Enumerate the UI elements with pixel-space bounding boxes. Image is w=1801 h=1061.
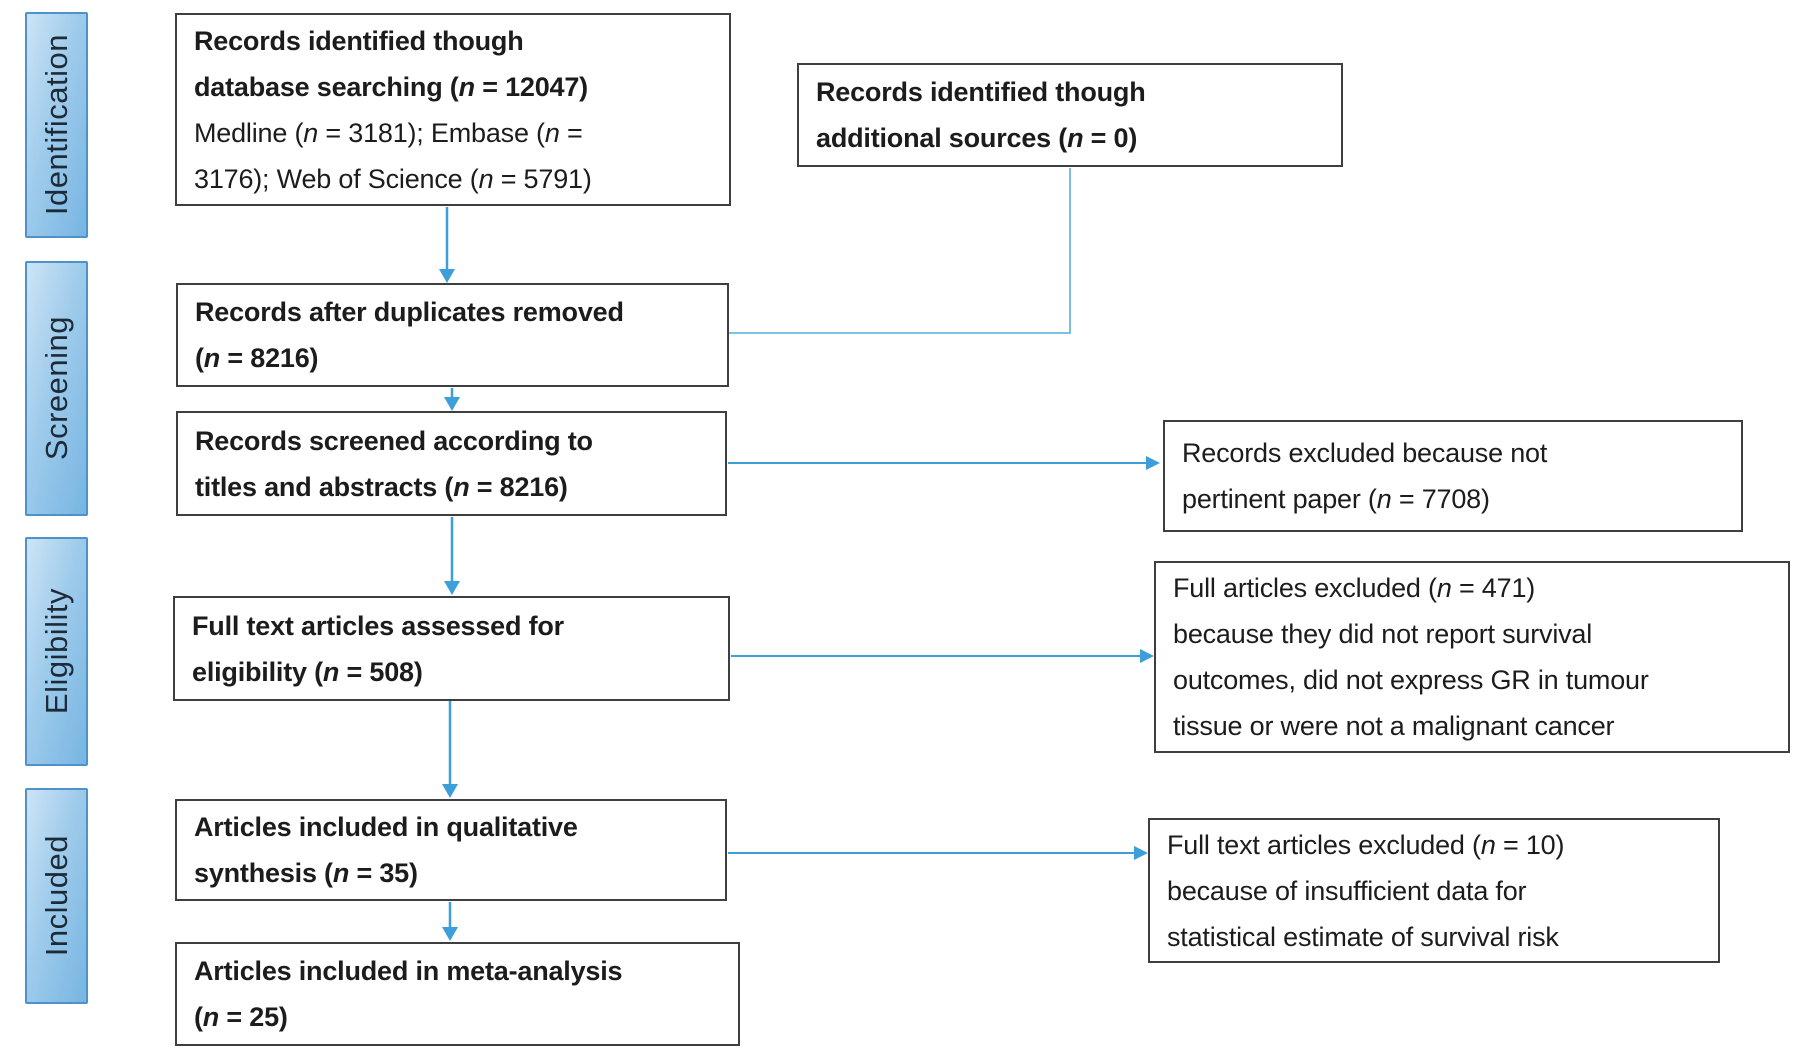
box-additional-sources: Records identified though additional sour… <box>797 63 1343 167</box>
stage-label-identification: Identification <box>38 34 74 216</box>
arrowhead-fulltext-to-qualitative <box>442 784 458 798</box>
box-text-line: database searching (n = 12047) <box>194 71 588 102</box>
box-text-line: Full text articles assessed for <box>192 610 564 641</box>
box-text-line: eligibility (n = 508) <box>192 656 423 687</box>
box-text-line: Records screened according to <box>195 425 593 456</box>
box-text-line: Full text articles excluded (n = 10) <box>1167 829 1565 860</box>
box-text-line: statistical estimate of survival risk <box>1167 921 1559 952</box>
box-text-line: Records identified though <box>194 25 524 56</box>
box-meta-analysis: Articles included in meta-analysis (n = 2… <box>175 942 740 1046</box>
arrowhead-duplicates-to-screened <box>444 397 460 411</box>
stage-bar-included: Included <box>25 788 88 1004</box>
box-text-line: 3176); Web of Science (n = 5791) <box>194 163 592 194</box>
box-text-line: because they did not report survival <box>1173 619 1593 649</box>
box-text-line: tissue or were not a malignant cancer <box>1173 711 1615 741</box>
box-text-line: (n = 8216) <box>195 343 319 373</box>
stage-label-screening: Screening <box>38 316 74 461</box>
box-text-line: because of insufficient data for <box>1167 875 1527 906</box>
stage-bar-identification: Identification <box>25 12 88 238</box>
box-excluded-insufficient-data: Full text articles excluded (n = 10) beca… <box>1148 818 1720 963</box>
arrowhead-identified-to-duplicates <box>439 269 455 283</box>
arrowhead-screened-to-excluded <box>1146 456 1160 470</box>
box-text-line: pertinent paper (n = 7708) <box>1182 484 1490 514</box>
box-text-line: Records identified though <box>816 77 1146 107</box>
arrowhead-qualitative-to-meta <box>442 927 458 941</box>
box-text-line: Articles included in meta-analysis <box>194 956 623 986</box>
box-text-line: synthesis (n = 35) <box>194 858 418 888</box>
box-records-after-duplicates-removed: Records after duplicates removed (n = 821… <box>176 283 729 387</box>
box-full-text-assessed: Full text articles assessed for eligibili… <box>173 596 730 701</box>
box-text-line: additional sources (n = 0) <box>816 123 1138 153</box>
box-text-line: Full articles excluded (n = 471) <box>1173 573 1536 603</box>
box-text-line: outcomes, did not express GR in tumour <box>1173 665 1649 695</box>
box-excluded-full-articles: Full articles excluded (n = 471) because … <box>1154 561 1790 753</box>
box-text-line: titles and abstracts (n = 8216) <box>195 471 568 502</box>
box-text-line: Records excluded because not <box>1182 438 1548 468</box>
stage-bar-screening: Screening <box>25 261 88 516</box>
stage-label-eligibility: Eligibility <box>38 588 74 715</box>
box-records-screened: Records screened according to titles and … <box>176 411 727 516</box>
box-text-line: Medline (n = 3181); Embase (n = <box>194 117 583 148</box>
box-text-line: Articles included in qualitative <box>194 812 578 842</box>
box-text-line: (n = 25) <box>194 1002 288 1032</box>
box-text-line: Records after duplicates removed <box>195 297 624 327</box>
box-qualitative-synthesis: Articles included in qualitative synthesi… <box>175 799 727 901</box>
box-records-identified-database: Records identified though database search… <box>175 13 731 206</box>
arrowhead-screened-to-fulltext <box>444 581 460 595</box>
arrow-additional-to-duplicates <box>726 168 1071 334</box>
arrowhead-qualitative-to-excluded <box>1134 846 1148 860</box>
stage-label-included: Included <box>38 835 74 957</box>
box-excluded-not-pertinent: Records excluded because not pertinent pa… <box>1163 420 1743 532</box>
stage-bar-eligibility: Eligibility <box>25 537 88 766</box>
arrowhead-fulltext-to-excluded <box>1140 649 1154 663</box>
